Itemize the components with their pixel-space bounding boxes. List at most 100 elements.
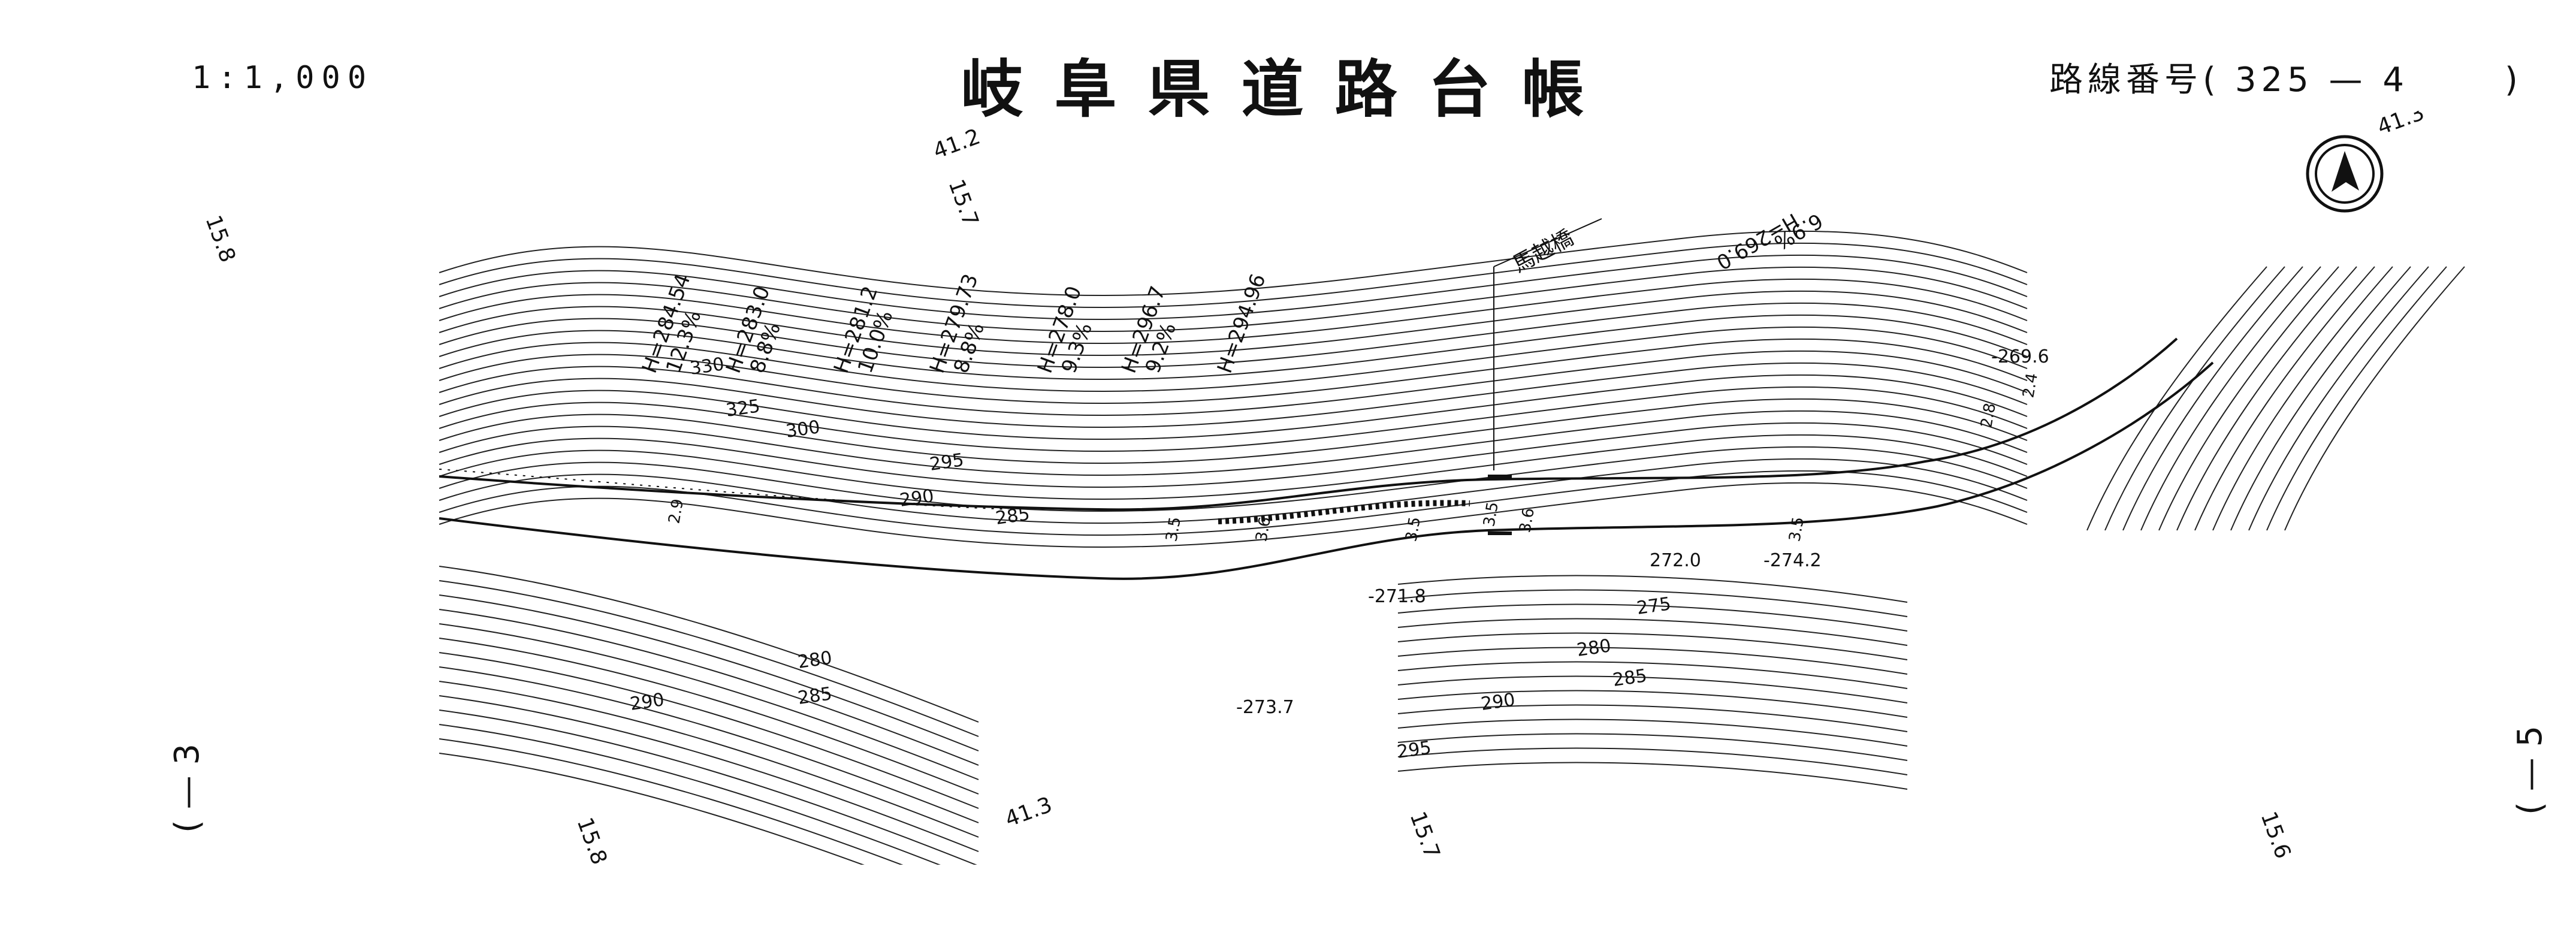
contour-value: 290 xyxy=(629,689,666,715)
contour-line xyxy=(439,566,1908,723)
contour-line xyxy=(439,594,1908,751)
north-arrow-icon xyxy=(2306,135,2384,213)
contour-line xyxy=(439,374,2028,440)
slope-grade: 6.9% xyxy=(1770,208,1827,255)
road xyxy=(439,337,2214,580)
contour-line xyxy=(2194,266,2375,531)
sheet-reference: 41.3 xyxy=(2374,111,2427,140)
contour-line xyxy=(439,242,2028,308)
contour-line xyxy=(439,386,2028,452)
road-edge-south xyxy=(439,361,2214,580)
contour-line xyxy=(439,580,1908,737)
road-width: 2.4 xyxy=(2019,372,2042,399)
contour-line xyxy=(439,410,2028,476)
bridge-section xyxy=(1488,475,1512,535)
contour-line xyxy=(2248,266,2429,531)
sheet-reference: 41.2 xyxy=(930,125,983,164)
spot-height: 272.0 xyxy=(1650,550,1701,571)
sheet-reference: 15.7 xyxy=(1405,808,1445,862)
contour-line xyxy=(439,314,2028,380)
contour-line xyxy=(2230,266,2411,531)
contour-value: 295 xyxy=(928,449,965,475)
contour-value: 330 xyxy=(688,354,726,379)
adjacent-sheet-right: ( — 5 xyxy=(2511,725,2550,815)
road-widths: 2.9 3.5 3.6 3.5 3.5 3.6 3.5 2.8 2.4 xyxy=(665,372,2042,543)
contour-value: 285 xyxy=(796,683,833,709)
sheet-reference: 15.7 xyxy=(944,176,983,230)
contour-value: 280 xyxy=(1575,635,1612,661)
contour-line xyxy=(439,681,1908,838)
contour-line xyxy=(439,724,1908,865)
contour-line xyxy=(2104,266,2285,531)
contour-lines xyxy=(439,230,2465,865)
contour-value: 325 xyxy=(724,395,762,421)
contour-line xyxy=(439,652,1908,809)
map-title: 岐阜県道路台帳 xyxy=(961,52,1615,126)
contour-line xyxy=(2122,266,2303,531)
spot-height: -273.7 xyxy=(1236,697,1294,718)
road-width: 3.5 xyxy=(1402,515,1424,543)
contour-line xyxy=(439,350,2028,416)
contour-line xyxy=(439,422,2028,488)
contour-line xyxy=(2266,266,2447,531)
contour-line xyxy=(439,753,1908,865)
road-width: 2.9 xyxy=(665,497,687,525)
contour-value: 290 xyxy=(1479,689,1517,715)
contour-value: 300 xyxy=(784,416,822,442)
spot-height: -269.6 xyxy=(1991,346,2049,367)
contour-value: 295 xyxy=(1396,737,1433,763)
slope-labels: H=284.5412.3%H=283.08.8%H=281.210.0%H=27… xyxy=(638,208,1827,376)
contour-value: 275 xyxy=(1635,593,1672,619)
contour-line xyxy=(439,666,1908,823)
contour-line xyxy=(2176,266,2357,531)
route-close: ) xyxy=(2504,61,2523,99)
bridge-name: 馬越橋 xyxy=(1509,225,1578,277)
sheet-reference: 41.3 xyxy=(1002,793,1055,832)
contour-line xyxy=(439,398,2028,464)
contour-line xyxy=(439,609,1908,766)
contour-line xyxy=(439,434,2028,500)
spot-height: -271.8 xyxy=(1368,586,1426,607)
contour-value: 280 xyxy=(796,647,833,673)
spot-height: -274.2 xyxy=(1763,550,1822,571)
contour-line xyxy=(439,709,1908,865)
contour-line xyxy=(439,638,1908,795)
contour-line xyxy=(439,362,2028,428)
route-label: 路線番号( xyxy=(2049,61,2221,99)
contour-line xyxy=(439,230,2028,296)
contour-line xyxy=(439,446,2028,512)
contour-line xyxy=(439,326,2028,392)
contour-value: 285 xyxy=(994,503,1031,529)
contour-line xyxy=(439,482,2028,548)
contour-line xyxy=(439,254,2028,320)
sheet-reference: 15.6 xyxy=(2256,808,2296,862)
contour-line xyxy=(439,738,1908,865)
road-width: 3.5 xyxy=(1786,515,1808,543)
contour-line xyxy=(2158,266,2339,531)
contour-line xyxy=(439,266,2028,332)
sheet-references: 15.8 41.2 15.7 41.3 15.8 41.3 15.7 15.6 xyxy=(201,111,2428,865)
contour-line xyxy=(2212,266,2393,531)
road-width: 3.5 xyxy=(1162,515,1185,543)
sheet-reference: 15.8 xyxy=(572,814,612,865)
contour-line xyxy=(439,623,1908,780)
contour-line xyxy=(2140,266,2321,531)
road-edge-north xyxy=(439,337,2178,511)
contour-line xyxy=(439,290,2028,356)
map-scale: 1:1,000 xyxy=(192,60,374,96)
spot-heights: -271.8 -273.7 272.0 -274.2 -269.6 xyxy=(1236,346,2049,718)
contour-line xyxy=(439,302,2028,368)
bridge-callout: 馬越橋 xyxy=(1493,218,1602,470)
road-width: 2.8 xyxy=(1977,401,2000,429)
sheet-reference: 15.8 xyxy=(201,212,240,265)
contour-values: 3303253002952902852802852902752802852902… xyxy=(629,354,1672,763)
route-number-value: 325 — 4 xyxy=(2234,61,2409,99)
contour-line xyxy=(439,278,2028,344)
road-width: 3.5 xyxy=(1480,500,1502,528)
contour-line xyxy=(2284,266,2465,531)
road-width: 3.6 xyxy=(1252,515,1275,543)
route-number: 路線番号( 325 — 4) xyxy=(2049,53,2523,101)
contour-line xyxy=(439,338,2028,404)
contour-line xyxy=(439,695,1908,852)
road-width: 3.6 xyxy=(1516,506,1538,534)
